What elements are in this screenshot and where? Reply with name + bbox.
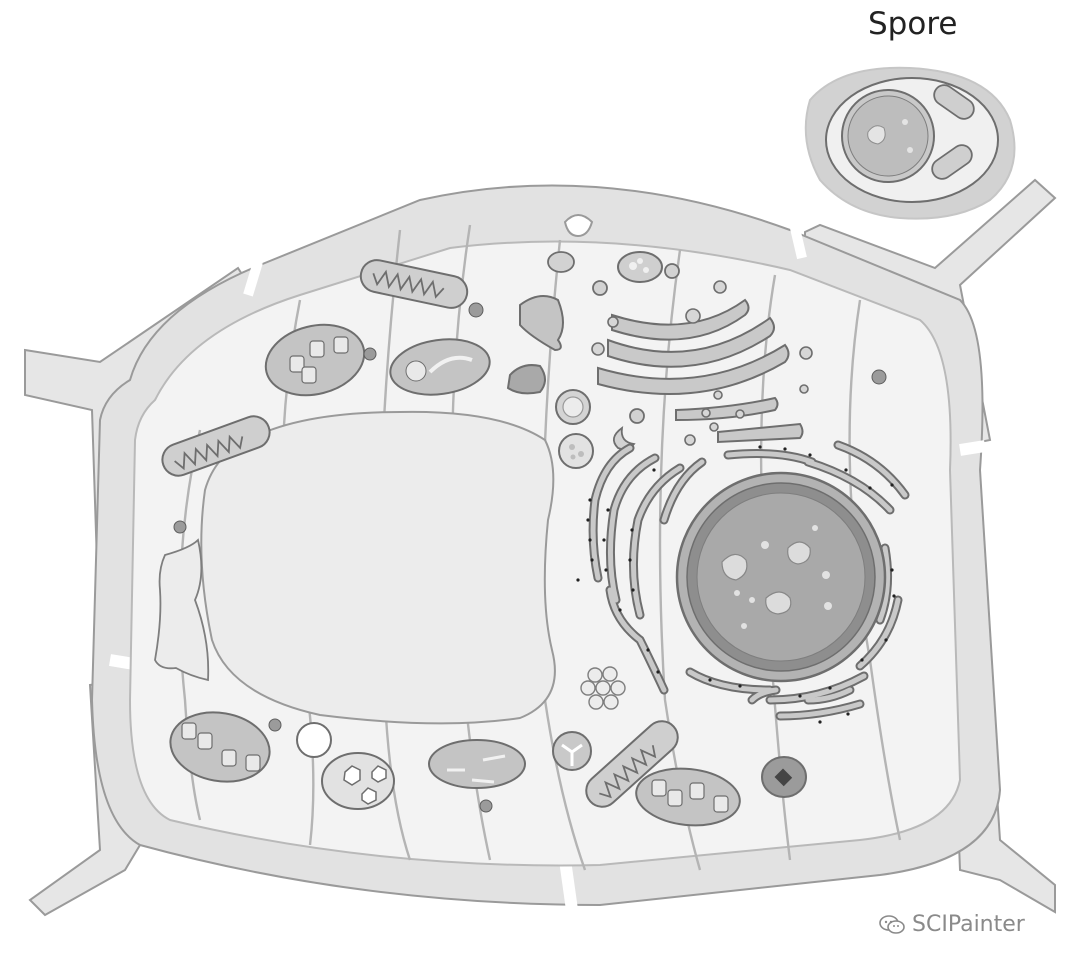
watermark: SCIPainter [878,912,1025,937]
oil-body-cluster [580,666,626,710]
granular-vesicle [558,433,594,469]
golgi-apparatus [597,298,804,444]
peroxisome [617,251,663,283]
proplastid [428,739,526,789]
vesicle [296,722,332,758]
central-vacuole [200,410,556,725]
chloroplast [635,767,741,827]
chloroplast [169,711,271,783]
chloroplast [264,323,366,397]
spore-label: Spore [868,6,958,42]
nucleolus [721,541,811,615]
amyloplast [389,338,491,396]
wechat-icon [879,914,905,934]
er-ribosomes [576,445,896,724]
secretory-vesicle [555,389,591,425]
microbody [552,731,592,771]
rough-endoplasmic-reticulum [588,440,910,721]
golgi-vesicles [591,280,813,446]
spore [804,66,1016,220]
crystal-vacuole [321,752,395,810]
mitochondrion [585,720,679,808]
lysosome [506,364,546,395]
peroxisome-irregular [154,538,210,682]
watermark-text: SCIPainter [912,912,1025,937]
storage-vesicle [761,756,807,798]
mitochondrion [161,415,271,477]
nucleus [675,471,887,683]
mitochondrion [359,259,469,309]
lysosome [519,295,564,352]
